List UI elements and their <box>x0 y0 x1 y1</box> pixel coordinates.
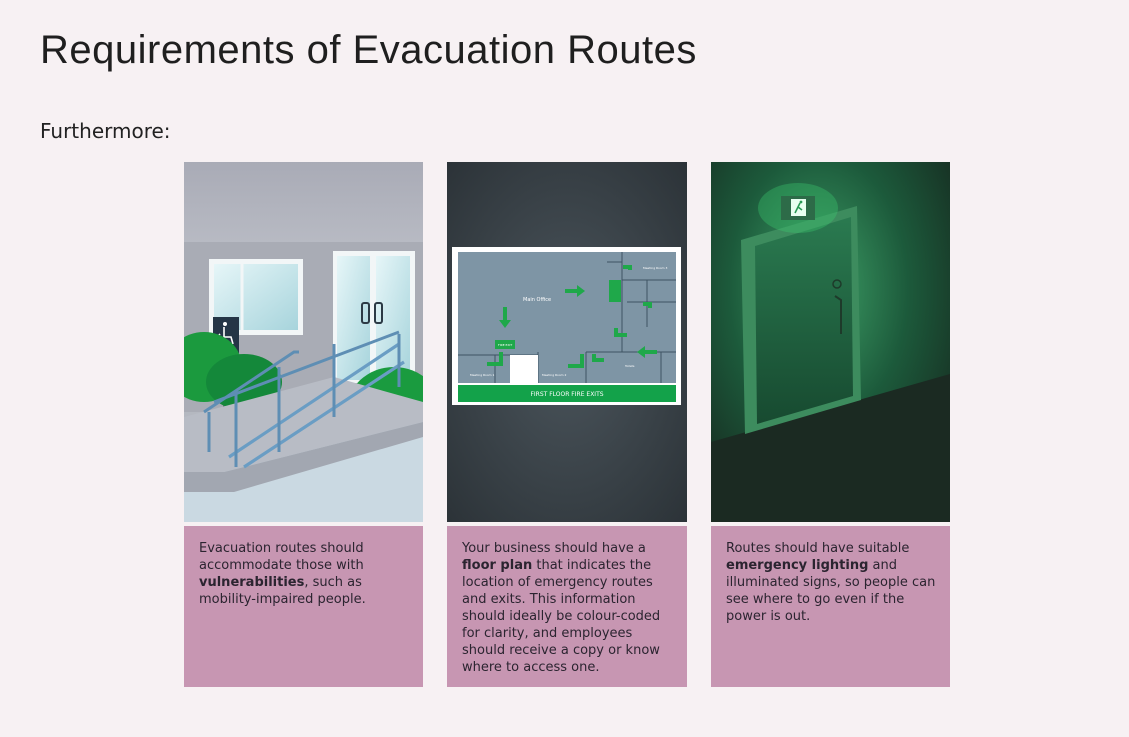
illuminated-exit-image <box>711 162 950 522</box>
floor-plan-main-office-label: Main Office <box>523 297 551 303</box>
intro-text: Furthermore: <box>40 119 171 143</box>
svg-text:Meeting Room 2: Meeting Room 2 <box>542 373 567 377</box>
floor-plan-banner: FIRST FLOOR FIRE EXITS <box>530 391 603 398</box>
accessible-ramp-image <box>184 162 423 522</box>
card-text: Routes should have suitable emergency li… <box>711 526 950 687</box>
svg-text:Meeting Room 1: Meeting Room 1 <box>470 373 495 377</box>
card-floor-plan: Main Office Meeting Room 1 Meeting Room … <box>447 162 687 687</box>
floor-plan-image: Main Office Meeting Room 1 Meeting Room … <box>447 162 687 522</box>
card-emergency-lighting: Routes should have suitable emergency li… <box>711 162 950 687</box>
card-text: Your business should have a floor plan t… <box>447 526 687 687</box>
svg-text:Toilets: Toilets <box>624 364 635 368</box>
svg-text:Meeting Room 3: Meeting Room 3 <box>643 266 668 270</box>
page-title: Requirements of Evacuation Routes <box>40 28 697 72</box>
floor-plan-fire-exit-label: FIRE EXIT <box>498 343 512 347</box>
card-text: Evacuation routes should accommodate tho… <box>184 526 423 687</box>
card-accessibility: Evacuation routes should accommodate tho… <box>184 162 423 687</box>
